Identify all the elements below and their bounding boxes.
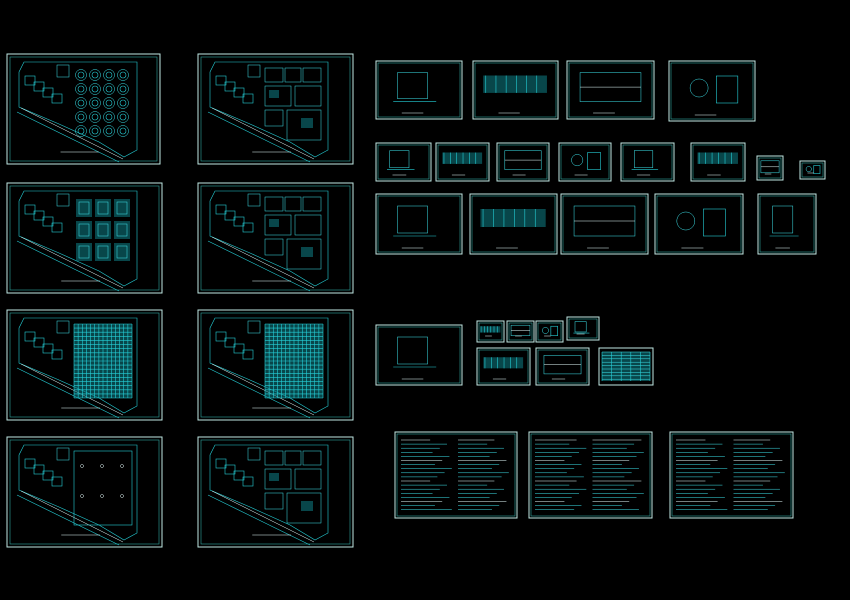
detail-sheets: [375, 60, 826, 386]
detail-cluster-sheet: [598, 347, 654, 386]
detail-row3-sheet: [375, 193, 463, 255]
notes-sheets: [394, 431, 794, 519]
detail-cluster-sheet: [506, 320, 535, 343]
plan-1f-ceiling-circles: [6, 53, 161, 165]
detail-row2-sheet: [756, 155, 784, 181]
detail-row2-sheet: [375, 142, 432, 182]
detail-cluster: [375, 316, 654, 386]
detail-row3: [375, 193, 817, 255]
plan-1f-furniture: [197, 53, 354, 165]
detail-row3-sheet: [654, 193, 744, 255]
detail-row2-sheet: [620, 142, 675, 182]
detail-cluster-sheet: [476, 347, 531, 386]
detail-row1-sheet: [375, 60, 463, 120]
design-notes-3: [669, 431, 794, 519]
plan-lighting-a: [6, 436, 163, 548]
detail-row3-sheet: [469, 193, 558, 255]
detail-row1-sheet: [566, 60, 655, 120]
floor-plan-sheets: [6, 53, 354, 548]
design-notes-2: [528, 431, 653, 519]
plan-2f-ceiling-grid: [6, 182, 163, 294]
detail-cluster-sheet: [535, 347, 590, 386]
detail-row2-sheet: [799, 160, 826, 180]
detail-row2-sheet: [690, 142, 746, 182]
detail-row2-sheet: [496, 142, 550, 182]
detail-cluster-sheet: [535, 320, 564, 343]
plan-floor-tile-a: [6, 309, 163, 421]
detail-row1-sheet: [668, 60, 756, 122]
detail-row2: [375, 142, 826, 182]
detail-cluster-sheet: [476, 320, 505, 343]
detail-row1-sheet: [472, 60, 559, 120]
detail-row2-sheet: [558, 142, 612, 182]
detail-row2-sheet: [435, 142, 490, 182]
detail-row1: [375, 60, 756, 122]
detail-row3-sheet: [757, 193, 817, 255]
plan-2f-furniture: [197, 182, 354, 294]
plan-lighting-b: [197, 436, 354, 548]
design-notes-1: [394, 431, 518, 519]
detail-row3-sheet: [560, 193, 649, 255]
detail-cluster-sheet: [375, 324, 463, 386]
detail-cluster-sheet: [566, 316, 600, 341]
plan-floor-tile-b: [197, 309, 354, 421]
